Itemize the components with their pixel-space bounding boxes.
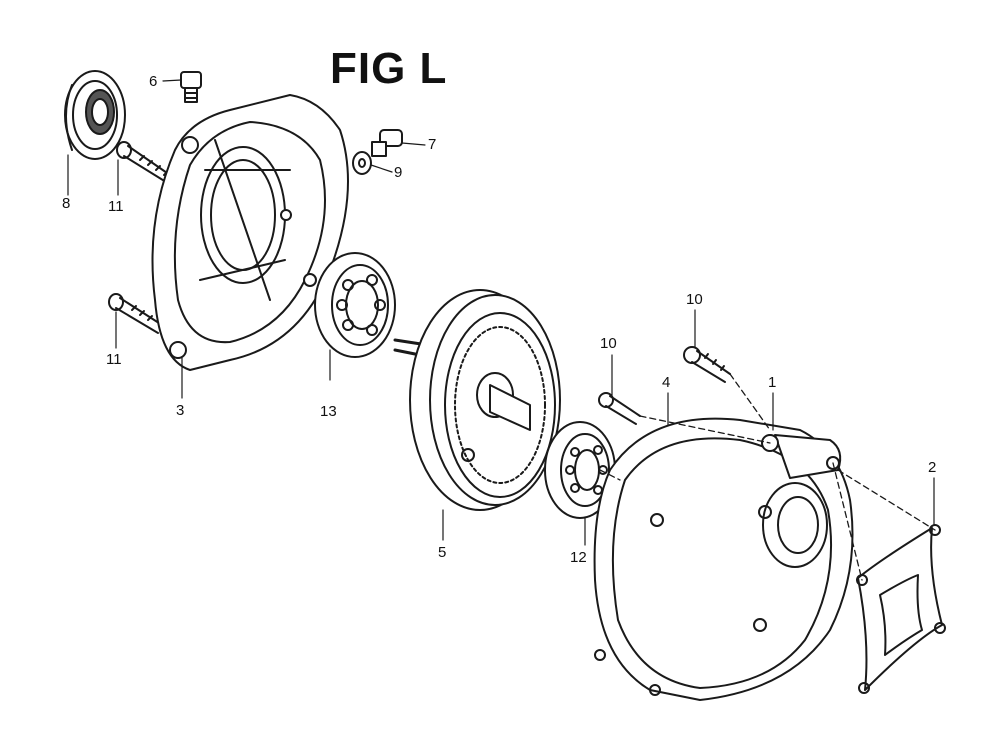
- callout-13: 13: [320, 403, 337, 420]
- bolt-11-bottom-part: [108, 293, 163, 334]
- callout-4: 4: [662, 374, 671, 391]
- callout-3: 3: [176, 402, 185, 419]
- bearing-12-part: [544, 421, 616, 519]
- ring-gear-part: [393, 289, 561, 511]
- bolt-11-top-part: [116, 141, 171, 183]
- figure-title: FIG L: [330, 44, 448, 93]
- washer-part: [352, 151, 372, 175]
- callout-8: 8: [62, 195, 71, 212]
- callout-1: 1: [768, 374, 777, 391]
- callout-12: 12: [570, 549, 587, 566]
- callout-11-bottom: 11: [106, 351, 122, 368]
- callout-7: 7: [428, 136, 437, 153]
- callout-10-upper: 10: [686, 291, 703, 308]
- gear-case-cover-part: [151, 94, 349, 371]
- callout-10-lower: 10: [600, 335, 617, 352]
- callout-9: 9: [394, 164, 403, 181]
- bolt-10-lower-part: [598, 392, 641, 425]
- assembly-lines: [599, 373, 936, 581]
- callout-2: 2: [928, 459, 937, 476]
- gear-case-part: [593, 417, 854, 701]
- oil-seal-part: [64, 70, 126, 160]
- bolt-10-upper-part: [683, 346, 731, 383]
- bearing-13-part: [314, 252, 396, 358]
- callout-11-top: 11: [108, 198, 124, 215]
- leader-lines: [67, 79, 935, 546]
- plug-bolt-part: [180, 71, 202, 103]
- gasket-part: [856, 524, 946, 694]
- bolt-7-part: [371, 129, 403, 157]
- callout-6: 6: [149, 73, 158, 90]
- callout-5: 5: [438, 544, 447, 561]
